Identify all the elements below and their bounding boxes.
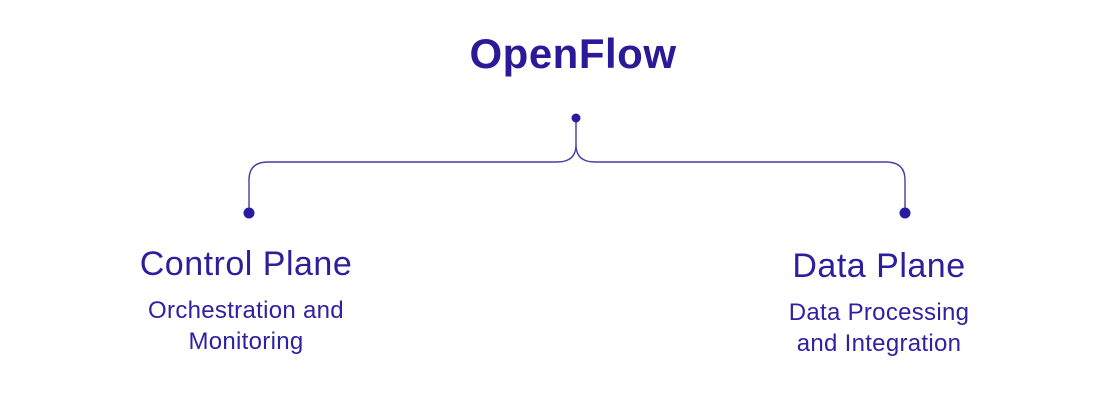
node-data-plane-label: Data Plane xyxy=(792,247,966,285)
diagram-title: OpenFlow xyxy=(469,30,677,77)
connector-root-dot xyxy=(571,113,581,123)
node-data-plane: Data Plane Data Processing and Integrati… xyxy=(789,247,970,359)
node-data-plane-description-line-2: and Integration xyxy=(796,330,962,358)
node-data-plane-description: Data Processing and Integration xyxy=(789,297,970,359)
node-control-plane: Control Plane Orchestration and Monitori… xyxy=(139,245,353,357)
connector-bracket-line xyxy=(248,122,906,209)
node-data-plane-description-line-1: Data Processing xyxy=(788,299,970,327)
node-control-plane-description-line-2: Monitoring xyxy=(188,328,304,356)
connector-right-dot xyxy=(899,207,911,219)
node-control-plane-description: Orchestration and Monitoring xyxy=(140,295,353,357)
node-control-plane-label: Control Plane xyxy=(139,245,353,283)
connector-left-dot xyxy=(243,207,255,219)
node-control-plane-description-line-1: Orchestration and xyxy=(148,297,344,325)
